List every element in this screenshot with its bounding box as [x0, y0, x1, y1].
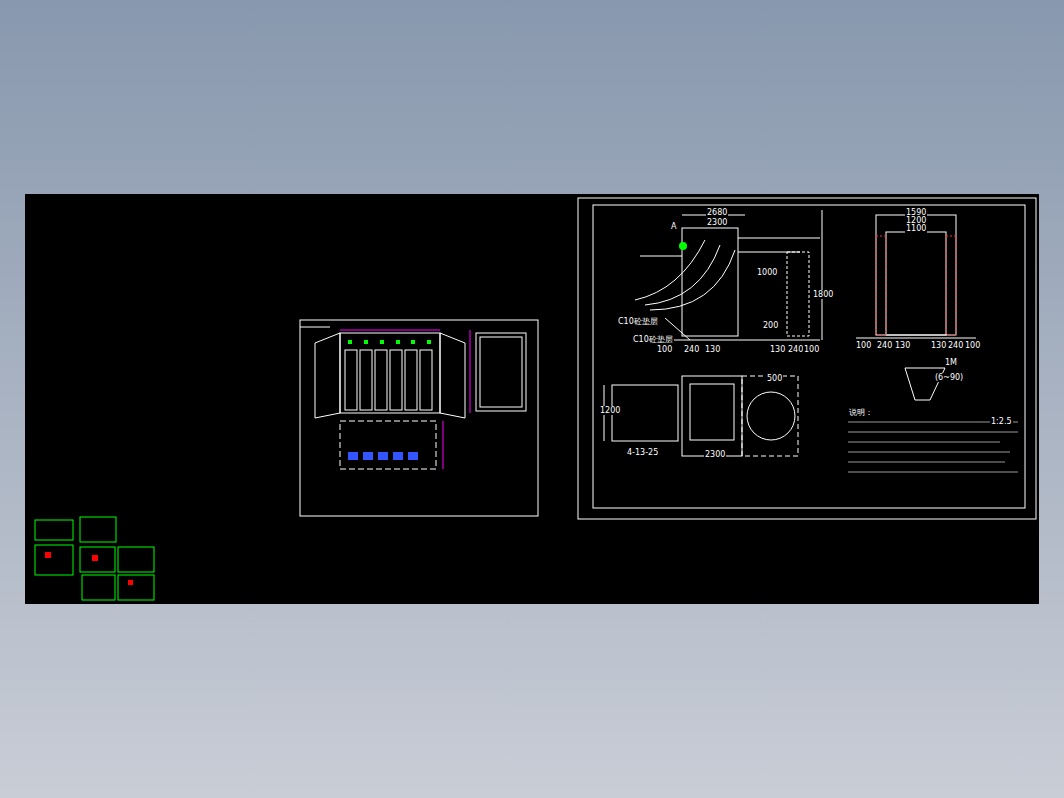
dimension-label: 240	[876, 341, 893, 350]
dimension-label: 100	[964, 341, 981, 350]
dimension-label: 1M	[944, 358, 958, 367]
dimension-label: 1200	[599, 406, 621, 415]
dimension-label: 240	[683, 345, 700, 354]
dimension-label: 1100	[905, 224, 927, 233]
dimension-label: 1800	[812, 290, 834, 299]
dimension-label: 130	[769, 345, 786, 354]
dimension-label: 200	[762, 321, 779, 330]
dimension-label: 2300	[706, 218, 728, 227]
dimension-label: A	[670, 222, 677, 231]
dimension-label: 130	[704, 345, 721, 354]
dimension-label: 240	[787, 345, 804, 354]
dimension-label: C10砼垫层	[632, 335, 674, 344]
dimension-label: 2680	[706, 208, 728, 217]
dimension-label: 100	[803, 345, 820, 354]
dimension-label: (6~90)	[934, 373, 964, 382]
dimension-label: 500	[766, 374, 783, 383]
dimension-label: C10砼垫层	[617, 317, 659, 326]
dimension-label: 130	[894, 341, 911, 350]
dimension-label: 100	[855, 341, 872, 350]
dimension-label: 2300	[704, 450, 726, 459]
dimension-label: 130	[930, 341, 947, 350]
dimension-label: 4-13-25	[626, 448, 659, 457]
dimension-label: 1:2.5	[990, 417, 1013, 426]
dimension-label: 240	[947, 341, 964, 350]
dimension-label: 1000	[756, 268, 778, 277]
dimension-label: 说明：	[848, 408, 874, 417]
dimension-label: 100	[656, 345, 673, 354]
